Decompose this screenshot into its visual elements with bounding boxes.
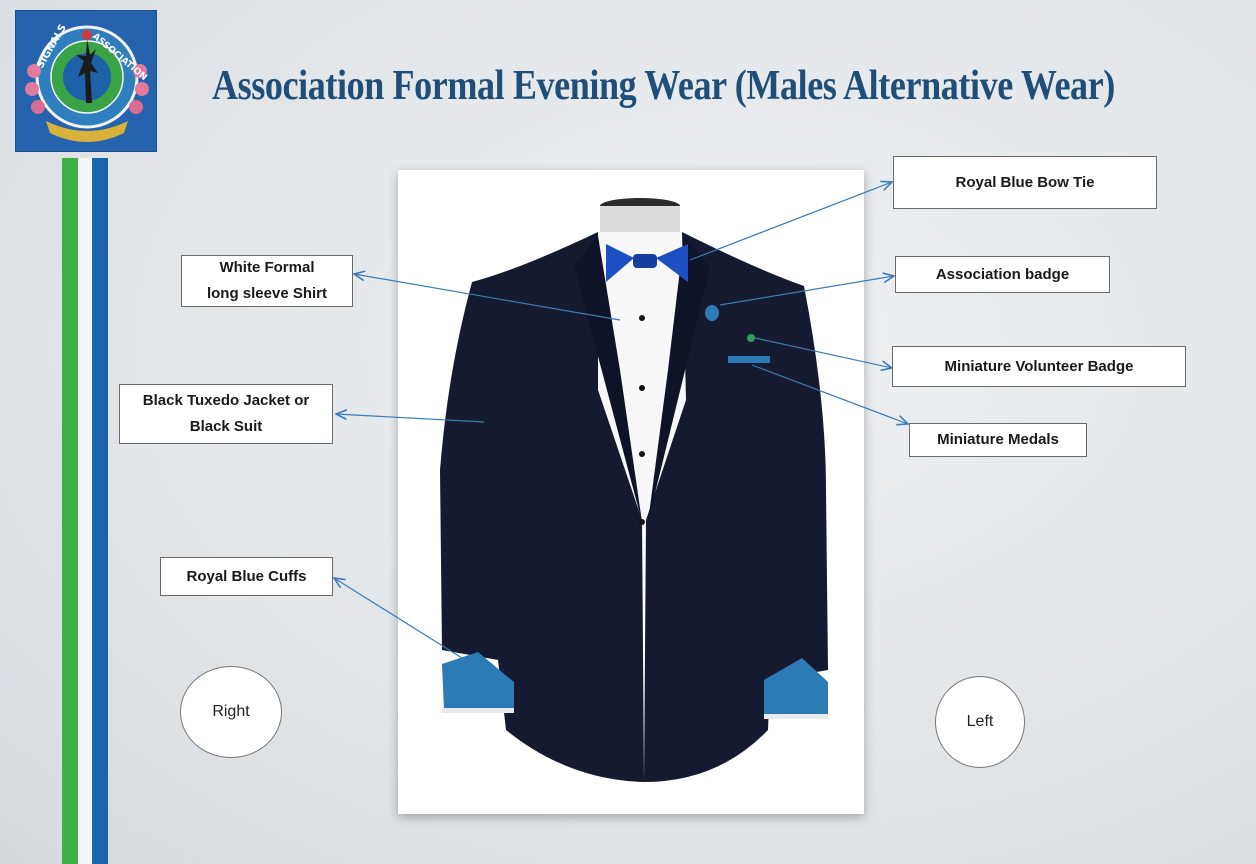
tuxedo-illustration — [440, 198, 828, 782]
blue-stripe — [92, 158, 108, 864]
tuxedo-photo — [398, 170, 864, 814]
white-stripe — [78, 158, 92, 864]
label-jacket: Black Tuxedo Jacket or Black Suit — [119, 384, 333, 444]
side-right-marker: Right — [180, 666, 282, 758]
label-volunteer-badge: Miniature Volunteer Badge — [892, 346, 1186, 387]
label-bow-tie: Royal Blue Bow Tie — [893, 156, 1157, 209]
green-stripe — [62, 158, 78, 864]
association-logo: SIGNALS ASSOCIATION — [15, 10, 157, 152]
label-medals: Miniature Medals — [909, 423, 1087, 457]
page-title: Association Formal Evening Wear (Males A… — [212, 63, 1115, 109]
label-shirt: White Formal long sleeve Shirt — [181, 255, 353, 307]
logo-emblem: SIGNALS ASSOCIATION — [25, 23, 149, 142]
side-left-marker: Left — [935, 676, 1025, 768]
label-association-badge: Association badge — [895, 256, 1110, 293]
label-cuffs: Royal Blue Cuffs — [160, 557, 333, 596]
